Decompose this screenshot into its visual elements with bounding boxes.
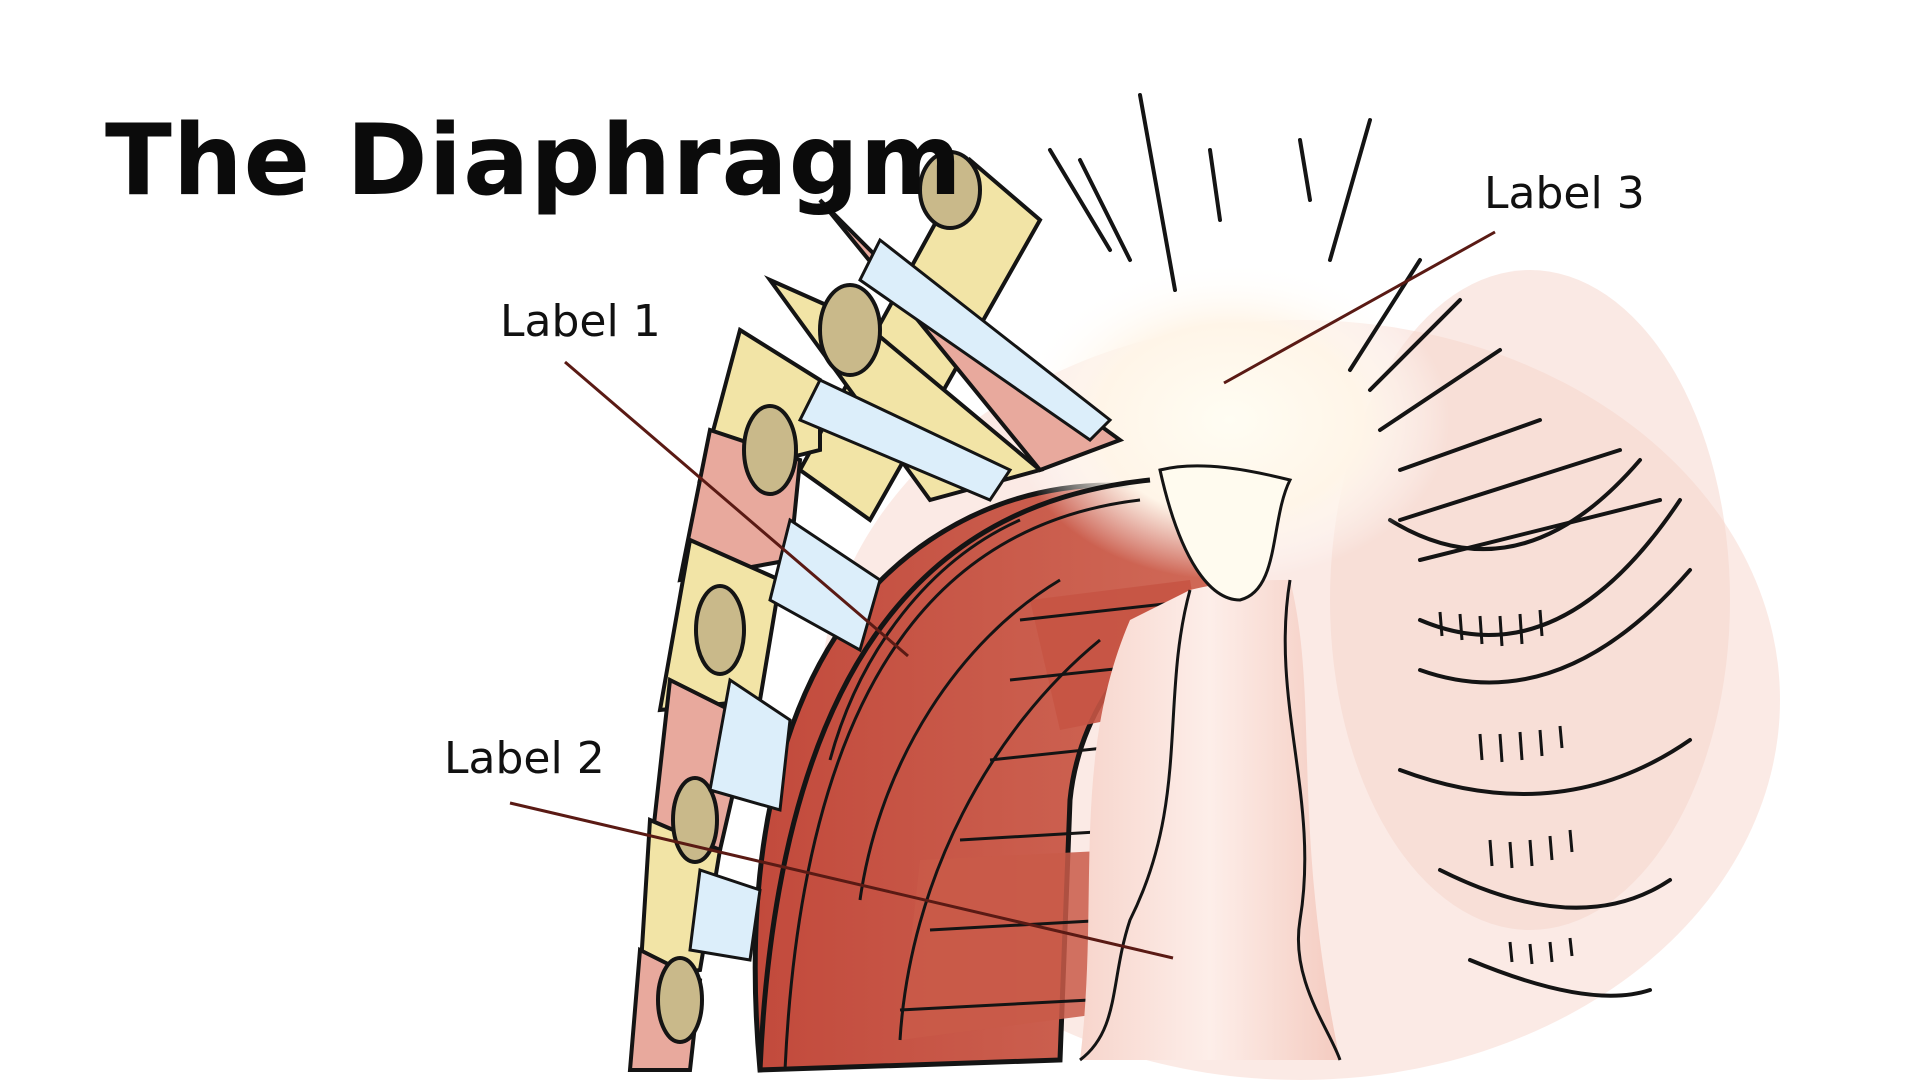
sternum-rays bbox=[1048, 93, 1662, 562]
pointer-line-label-1 bbox=[564, 360, 909, 658]
pleura-line bbox=[757, 477, 1151, 1071]
diagram-title: The Diaphragm bbox=[105, 104, 963, 218]
central-tendon bbox=[1079, 579, 1342, 1062]
label-2: Label 2 bbox=[444, 733, 605, 784]
label-1: Label 1 bbox=[500, 296, 661, 347]
pointer-lines bbox=[509, 230, 1496, 960]
right-rib-hatch bbox=[1438, 609, 1574, 965]
intercostal-bands bbox=[688, 237, 1113, 962]
pointer-line-label-2 bbox=[509, 801, 1174, 960]
sternum-glow bbox=[1010, 260, 1450, 602]
pointer-line-label-3 bbox=[1223, 230, 1496, 385]
label-3: Label 3 bbox=[1484, 168, 1645, 219]
right-ribs bbox=[1388, 458, 1692, 998]
